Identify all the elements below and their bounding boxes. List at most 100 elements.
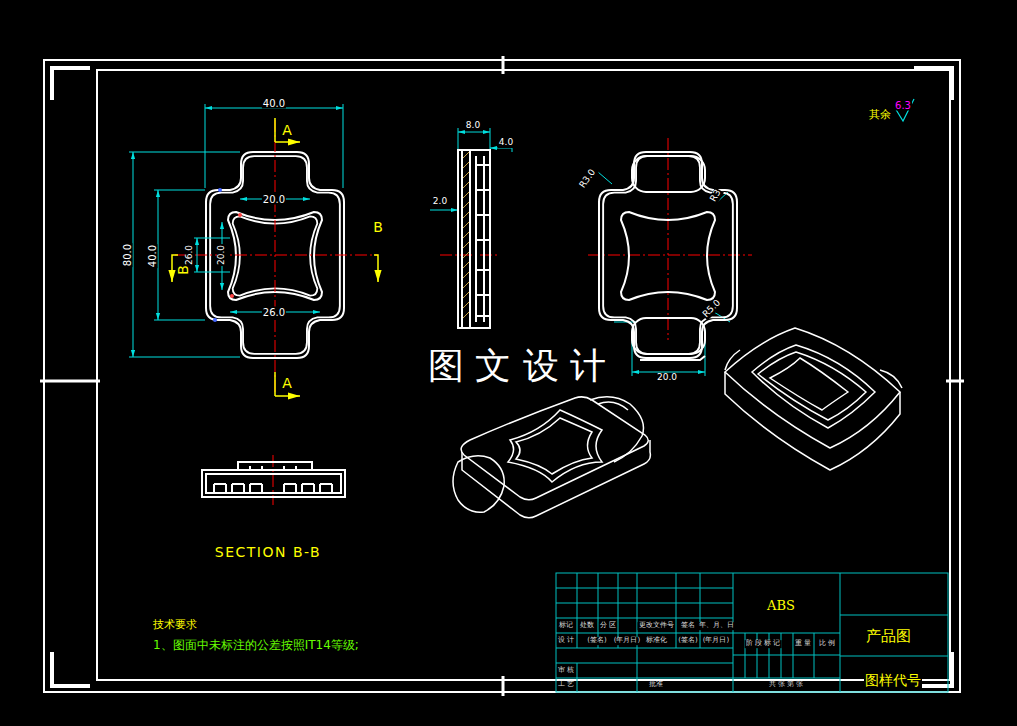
title-cell: 阶 段 标 记 — [745, 640, 782, 648]
title-cell: 审 核 — [557, 667, 575, 675]
title-block — [556, 573, 948, 692]
section-arrow — [274, 118, 276, 142]
isometric-view — [725, 372, 900, 470]
section-arrow — [274, 372, 276, 396]
dimension-text: 2.0 — [432, 197, 448, 207]
section-arrow — [275, 141, 300, 143]
isometric-view — [725, 328, 900, 448]
bottom-view — [632, 156, 705, 192]
dimension-text: 4.0 — [498, 138, 514, 148]
title-cell: 比 例 — [818, 640, 836, 648]
drawing-code: 图样代号 — [864, 673, 922, 688]
title-cell: 共 张 第 张 — [768, 681, 805, 689]
drawing-name: 产品图 — [865, 628, 912, 645]
dimension-text: R5.0 — [701, 298, 724, 321]
dimension-line — [158, 190, 159, 320]
section-view — [238, 462, 312, 470]
dimension-text: 80.0 — [122, 243, 133, 267]
title-cell: 工 艺 — [557, 681, 575, 689]
roughness-note: 其余 — [868, 109, 892, 121]
isometric-view — [752, 345, 875, 428]
bottom-view — [632, 318, 705, 354]
title-cell: (签名) — [677, 637, 698, 645]
dimension-text: 26.0 — [262, 307, 286, 318]
isometric-view — [725, 350, 902, 388]
sheet-frame — [52, 68, 952, 686]
isometric-view — [590, 397, 644, 462]
title-cell: 处数 — [579, 622, 595, 630]
bottom-view — [599, 152, 737, 360]
title-block — [556, 588, 733, 678]
roughness-symbol — [895, 99, 914, 121]
dimension-line — [194, 238, 230, 272]
side-view — [463, 152, 469, 318]
section-arrow — [172, 118, 378, 396]
sheet-frame — [44, 60, 960, 692]
tech-note: 1、图面中未标注的公差按照IT14等级; — [152, 639, 360, 652]
section-view — [250, 466, 296, 470]
bottom-view — [603, 156, 733, 354]
section-letter: B — [372, 220, 384, 235]
side-view — [458, 150, 490, 328]
title-cell: 更改文件号 — [638, 622, 675, 630]
centerline — [588, 138, 752, 340]
dimension-line — [129, 104, 730, 376]
material-cell: ABS — [766, 599, 796, 613]
isometric-view — [598, 402, 628, 410]
title-cell: 分 区 — [599, 622, 617, 630]
dimension-text: R3.0 — [577, 167, 598, 191]
title-block — [733, 573, 840, 692]
tech-heading: 技术要求 — [152, 619, 198, 631]
bottom-view — [599, 152, 737, 358]
side-view — [476, 165, 490, 316]
dimension-line — [458, 132, 490, 133]
dimension-text: 20.0 — [217, 244, 227, 266]
title-cell: 年、月、日 — [698, 622, 735, 630]
dimension-text: 8.0 — [465, 121, 481, 131]
dimension-line — [133, 152, 134, 357]
roughness-symbol — [895, 99, 914, 121]
section-arrow — [275, 395, 300, 397]
dimension-line — [205, 104, 343, 188]
dimension-text: 40.0 — [262, 98, 286, 109]
sheet-frame — [97, 70, 950, 680]
dimension-text: 26.0 — [185, 244, 195, 266]
isometric-view — [453, 456, 504, 513]
title-block — [745, 633, 814, 678]
dimension-text: R3 — [708, 187, 724, 204]
dimension-line — [129, 152, 240, 357]
section-view — [206, 474, 341, 493]
section-view — [214, 484, 332, 493]
title-cell: 批准 — [648, 681, 664, 689]
dimension-line — [197, 238, 198, 272]
title-block — [840, 615, 948, 656]
title-cell: (年月日) — [702, 637, 730, 645]
dimension-line — [154, 190, 205, 320]
title-cell: 设 计 — [557, 637, 575, 645]
dimension-text: 40.0 — [147, 244, 158, 268]
dimension-line — [458, 128, 490, 150]
front-view — [218, 188, 222, 192]
title-cell: 重 量 — [794, 640, 812, 648]
title-block — [577, 663, 578, 692]
section-arrow — [374, 255, 378, 282]
roughness-value: 6.3 — [894, 100, 912, 111]
title-block — [577, 573, 700, 692]
section-view — [202, 470, 345, 497]
side-view — [458, 150, 490, 328]
front-view — [238, 213, 242, 217]
dimension-line — [430, 210, 458, 211]
front-view — [230, 294, 234, 298]
section-letter: A — [281, 123, 293, 138]
isometric-view — [758, 352, 866, 420]
title-block — [733, 633, 840, 678]
centerline — [175, 120, 752, 505]
title-cell: 签名 — [680, 622, 696, 630]
front-view — [213, 318, 217, 322]
isometric-view — [770, 358, 848, 410]
view-title: SECTION B-B — [214, 545, 322, 560]
watermark: 图 文 设 计 — [427, 346, 607, 386]
title-cell: (签名) — [586, 637, 607, 645]
section-letter: A — [281, 376, 293, 391]
